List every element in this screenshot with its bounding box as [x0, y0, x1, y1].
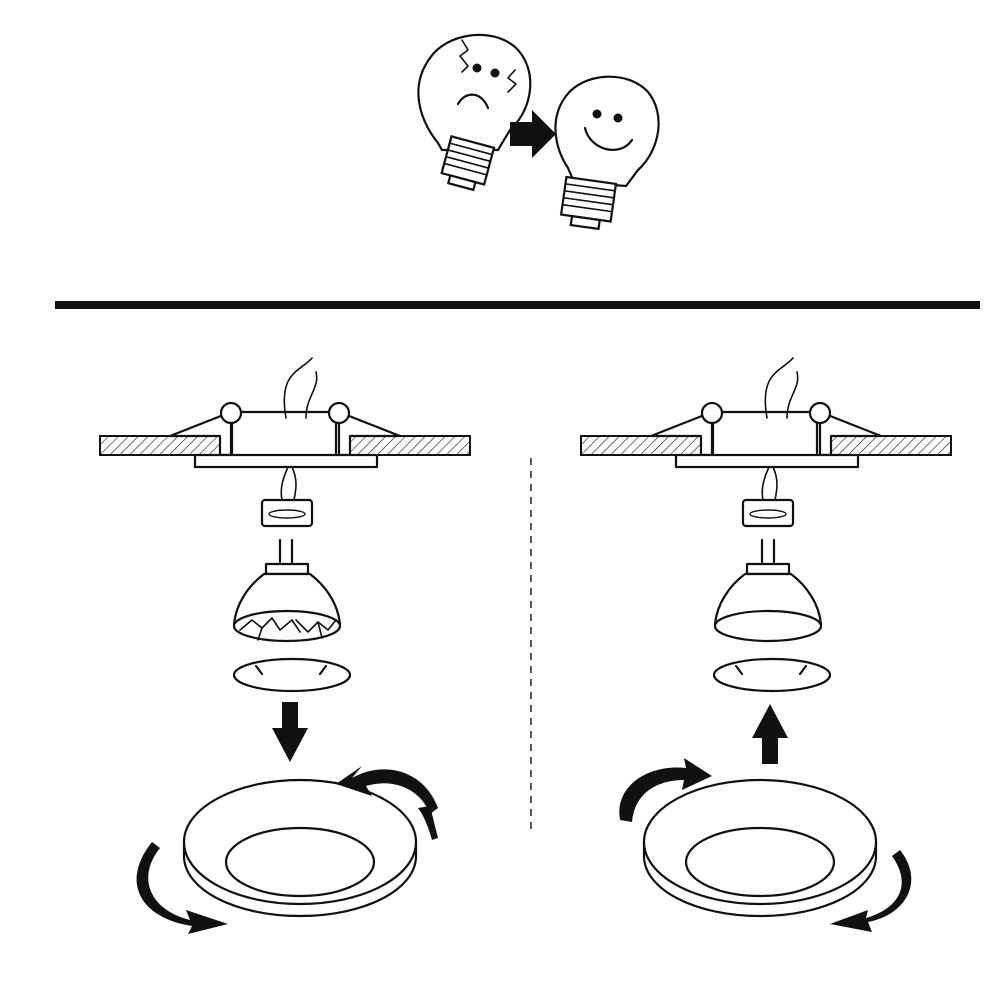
rotate-arrows-icon: [619, 758, 912, 932]
up-arrow-icon: [752, 704, 788, 764]
replace-arrow-icon: [510, 110, 556, 158]
new-mr16-bulb-icon: [713, 538, 823, 643]
right-panel: [579, 356, 953, 932]
ceiling-fixture-icon: [98, 356, 472, 528]
down-arrow-icon: [272, 702, 308, 762]
happy-bulb-icon: [554, 75, 660, 231]
trim-ring-icon: [642, 778, 878, 918]
left-panel: [98, 356, 472, 934]
retaining-clip-icon: [712, 657, 832, 693]
rotate-arrows-icon: [136, 766, 438, 934]
ceiling-fixture-icon: [579, 356, 953, 528]
divider-line: [55, 301, 980, 309]
trim-ring-icon: [182, 778, 418, 918]
retaining-clip-icon: [232, 657, 352, 693]
broken-bulb-icon: [417, 33, 532, 192]
broken-mr16-bulb-icon: [232, 538, 342, 643]
